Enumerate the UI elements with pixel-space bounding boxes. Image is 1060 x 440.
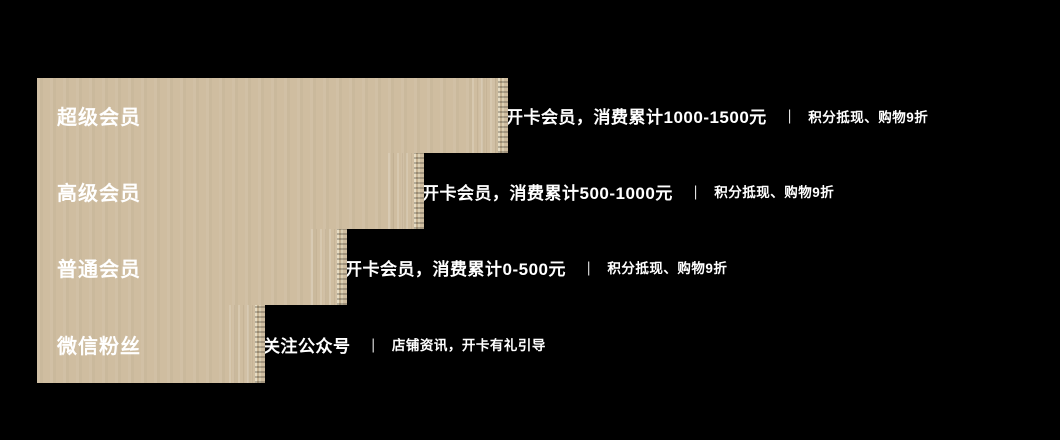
tier-name: 超级会员: [57, 107, 141, 129]
bar-streak-texture: [229, 305, 255, 383]
bar-torn-edge: [414, 153, 424, 229]
bar-streak-texture: [311, 229, 337, 305]
tier-bar: 普通会员: [37, 229, 347, 305]
bar-torn-edge: [498, 78, 508, 153]
tier-row-super-member: 超级会员 开卡会员，消费累计1000-1500元 | 积分抵现、购物9折: [37, 78, 928, 153]
tier-bar: 高级会员: [37, 153, 424, 229]
tier-info: 关注公众号 | 店铺资讯，开卡有礼引导: [263, 332, 546, 357]
bar-torn-edge: [337, 229, 347, 305]
tier-row-wechat-fans: 微信粉丝 关注公众号 | 店铺资讯，开卡有礼引导: [37, 305, 546, 383]
separator-pipe: |: [586, 258, 591, 276]
separator-pipe: |: [693, 182, 698, 200]
tier-benefit: 积分抵现、购物9折: [607, 261, 728, 276]
tier-info: 开卡会员，消费累计1000-1500元 | 积分抵现、购物9折: [506, 103, 928, 128]
tier-info: 开卡会员，消费累计500-1000元 | 积分抵现、购物9折: [422, 179, 834, 204]
tier-requirement: 关注公众号: [263, 336, 351, 356]
tier-bar: 微信粉丝: [37, 305, 265, 383]
tier-info: 开卡会员，消费累计0-500元 | 积分抵现、购物9折: [345, 255, 727, 280]
tier-bar: 超级会员: [37, 78, 508, 153]
tier-name: 微信粉丝: [57, 335, 141, 358]
tier-name: 普通会员: [57, 258, 141, 281]
tier-row-premium-member: 高级会员 开卡会员，消费累计500-1000元 | 积分抵现、购物9折: [37, 153, 834, 229]
bar-torn-edge: [255, 305, 265, 383]
tier-benefit: 店铺资讯，开卡有礼引导: [391, 338, 546, 353]
tier-row-regular-member: 普通会员 开卡会员，消费累计0-500元 | 积分抵现、购物9折: [37, 229, 727, 305]
tier-requirement: 开卡会员，消费累计500-1000元: [422, 183, 673, 203]
bar-streak-texture: [388, 153, 414, 229]
bar-streak-texture: [472, 78, 498, 153]
tier-benefit: 积分抵现、购物9折: [808, 109, 929, 125]
tier-requirement: 开卡会员，消费累计0-500元: [345, 259, 566, 279]
tier-benefit: 积分抵现、购物9折: [714, 185, 835, 200]
tier-requirement: 开卡会员，消费累计1000-1500元: [506, 108, 767, 127]
separator-pipe: |: [787, 107, 792, 124]
separator-pipe: |: [371, 335, 375, 353]
tier-name: 高级会员: [57, 182, 141, 205]
